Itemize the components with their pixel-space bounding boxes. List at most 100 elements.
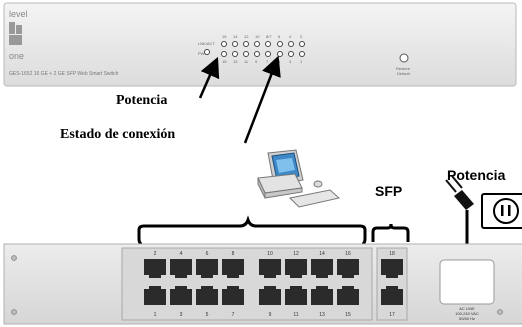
- arrow-link-status: [243, 55, 281, 144]
- port-number-bottom: 1: [154, 312, 157, 318]
- reset-label-2: Default: [397, 71, 411, 76]
- port-number-top: 10: [267, 251, 273, 257]
- led-num-top: 10: [255, 34, 260, 39]
- link-led: [288, 41, 294, 47]
- link-led: [265, 51, 271, 57]
- port-number-bottom: 5: [206, 312, 209, 318]
- link-led: [288, 51, 294, 57]
- ac-label-3: 50/60 Hz: [459, 316, 475, 321]
- ethernet-ports-top-row: [144, 259, 359, 278]
- port-number-bottom: 3: [180, 312, 183, 318]
- ethernet-port[interactable]: [285, 259, 307, 278]
- led-num-top: 8/7: [266, 34, 272, 39]
- link-led: [265, 41, 271, 47]
- led-num-bottom: 9: [255, 59, 258, 64]
- led-num-top: 12: [244, 34, 249, 39]
- link-led: [221, 41, 227, 47]
- ac-label-1: AC LINE: [459, 306, 475, 311]
- link-led: [243, 51, 249, 57]
- bracket-ethernet-ports: [137, 215, 367, 246]
- ethernet-port[interactable]: [337, 259, 359, 278]
- sfp-ports: [381, 259, 403, 305]
- model-label: GES-1652 16 GE + 2 GE SFP Web Smart Swit…: [9, 71, 119, 77]
- port-number-top: 2: [154, 251, 157, 257]
- callout-sfp-label: SFP: [375, 183, 402, 199]
- ethernet-port[interactable]: [337, 286, 359, 305]
- port-number-bottom: 11: [293, 312, 298, 318]
- ethernet-port[interactable]: [196, 286, 218, 305]
- rear-panel: 2 4 6 8 10 12 14 16 18: [3, 243, 522, 325]
- link-led: [277, 51, 283, 57]
- ethernet-port[interactable]: [222, 259, 244, 278]
- link-led: [243, 41, 249, 47]
- led-label-pwr: PWR: [198, 51, 207, 56]
- reset-label-1: Restore: [396, 66, 411, 71]
- callout-link-status: Estado de conexión: [60, 55, 281, 144]
- led-num-bottom: 13: [233, 59, 238, 64]
- ethernet-port[interactable]: [144, 259, 166, 278]
- port-number-top: 4: [180, 251, 183, 257]
- led-num-bottom: 1: [300, 59, 303, 64]
- ethernet-port[interactable]: [170, 259, 192, 278]
- link-led: [299, 41, 305, 47]
- callout-power-rear-label: Potencia: [447, 167, 506, 183]
- brand-line2: one: [9, 51, 24, 61]
- callout-link-status-label: Estado de conexión: [60, 127, 175, 142]
- ethernet-port[interactable]: [222, 286, 244, 305]
- led-num-top: 6: [278, 34, 281, 39]
- led-indicators: [204, 41, 305, 57]
- link-led: [254, 51, 260, 57]
- reset-button[interactable]: [399, 53, 409, 63]
- ac-label-2: 100-240 VAC: [455, 311, 479, 316]
- led-label-lnk: LNK/ACT: [198, 41, 215, 46]
- led-top-row: 16 14 12 10 8/7 6 4 2: [222, 34, 303, 39]
- ethernet-port[interactable]: [311, 286, 333, 305]
- sfp-number-top: 18: [389, 251, 395, 257]
- ac-power-inlet[interactable]: [439, 259, 495, 305]
- port-number-bottom: 7: [232, 312, 235, 318]
- link-led: [221, 51, 227, 57]
- led-num-bottom: 15: [222, 59, 227, 64]
- port-number-top: 12: [293, 251, 299, 257]
- link-led: [232, 51, 238, 57]
- bracket-sfp-ports: [371, 223, 410, 242]
- ethernet-port[interactable]: [311, 259, 333, 278]
- front-panel: level one GES-1652 16 GE + 2 GE SFP Web …: [3, 2, 517, 87]
- ethernet-port[interactable]: [259, 259, 281, 278]
- port-number-bottom: 15: [345, 312, 351, 318]
- link-led: [299, 51, 305, 57]
- link-led: [232, 41, 238, 47]
- ethernet-port[interactable]: [196, 259, 218, 278]
- ethernet-port[interactable]: [144, 286, 166, 305]
- brand-logo: level one: [9, 9, 28, 61]
- power-led: [204, 49, 210, 55]
- callout-power-front-label: Potencia: [116, 93, 167, 108]
- led-num-top: 14: [233, 34, 238, 39]
- arrow-power-front: [198, 56, 220, 99]
- port-number-bottom: 9: [269, 312, 272, 318]
- sfp-number-bottom: 17: [389, 312, 395, 318]
- port-number-top: 6: [206, 251, 209, 257]
- led-num-top: 4: [289, 34, 292, 39]
- ethernet-ports-bottom-row: [144, 286, 359, 305]
- led-num-top: 2: [300, 34, 303, 39]
- sfp-port-18[interactable]: [381, 259, 403, 278]
- sfp-port-17[interactable]: [381, 286, 403, 305]
- led-num-top: 16: [222, 34, 227, 39]
- port-number-top: 16: [345, 251, 351, 257]
- port-number-bottom: 13: [319, 312, 325, 318]
- link-led: [254, 41, 260, 47]
- led-num-bottom: 3: [289, 59, 292, 64]
- brand-line1: level: [9, 9, 28, 19]
- wall-outlet-icon: [481, 193, 522, 229]
- ethernet-port[interactable]: [170, 286, 192, 305]
- callout-power-front: Potencia: [116, 56, 220, 108]
- computer-icon: [257, 149, 341, 208]
- led-num-bottom: 11: [244, 59, 249, 64]
- ethernet-port[interactable]: [259, 286, 281, 305]
- port-number-top: 14: [319, 251, 325, 257]
- ethernet-port[interactable]: [285, 286, 307, 305]
- link-led: [277, 41, 283, 47]
- port-number-top: 8: [232, 251, 235, 257]
